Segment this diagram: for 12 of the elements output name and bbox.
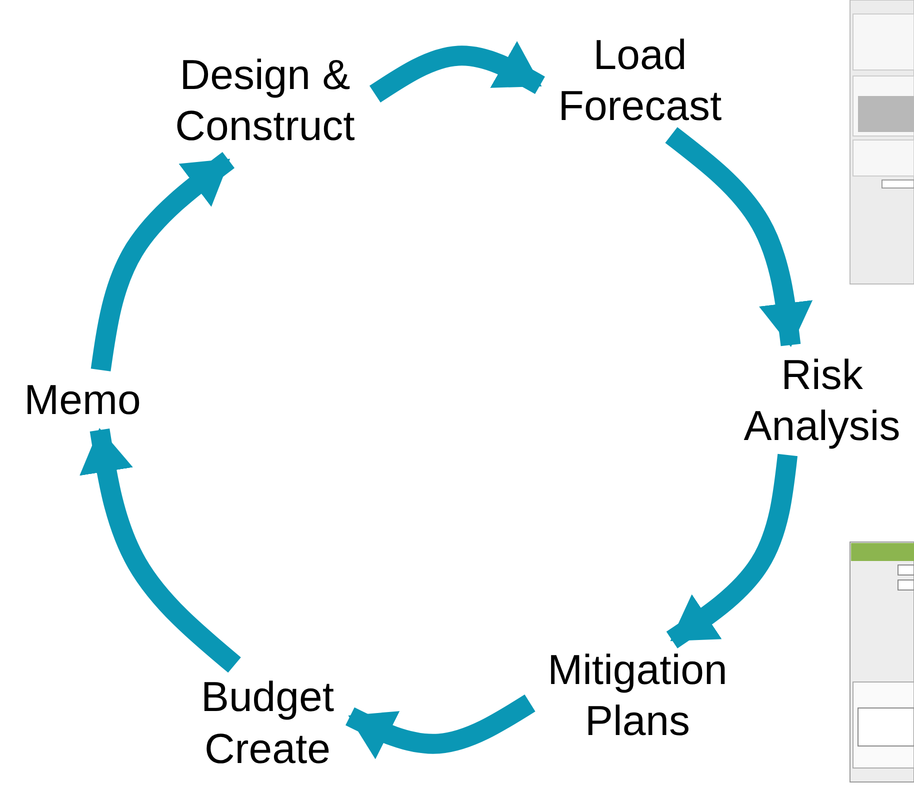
arrow	[369, 41, 545, 102]
arrow	[665, 127, 813, 347]
step-label: Mitigation Plans	[546, 644, 728, 746]
step-label: Design & Construct	[174, 50, 356, 151]
step-label: Memo	[24, 375, 141, 426]
step-label: Risk Analysis	[742, 350, 902, 451]
arrow	[80, 428, 241, 673]
step-label: Load Forecast	[557, 30, 723, 131]
arrow	[90, 152, 235, 372]
arrow	[346, 694, 536, 760]
arrow	[666, 454, 798, 648]
step-label: Budget Create	[200, 672, 336, 774]
